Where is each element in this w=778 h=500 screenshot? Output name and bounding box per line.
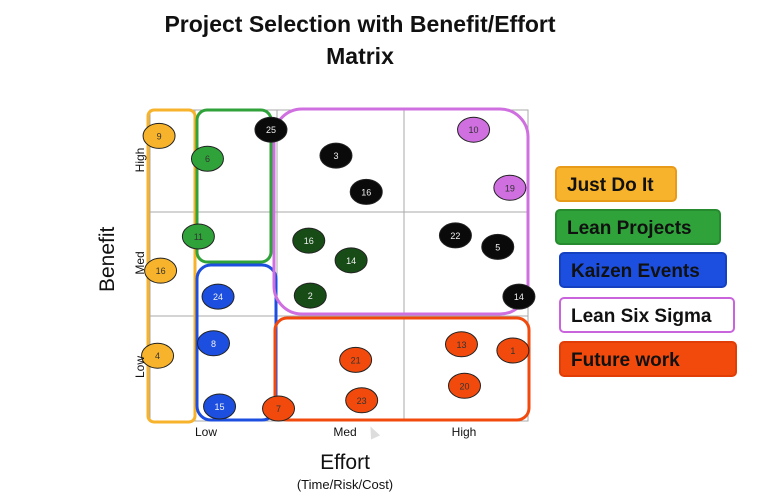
project-marker — [444, 331, 478, 358]
project-label: 16 — [304, 236, 314, 246]
project-point: 4 — [141, 342, 175, 369]
project-point: 8 — [197, 330, 231, 357]
diagram-title: Project Selection with Benefit/Effort Ma… — [110, 8, 610, 72]
y-axis-label: Benefit — [96, 226, 119, 292]
project-marker — [142, 122, 176, 149]
project-label: 14 — [514, 292, 524, 302]
project-label: 20 — [459, 381, 469, 391]
x-tick-label: Low — [194, 425, 217, 439]
project-label: 15 — [215, 402, 225, 412]
y-tick-label: Med — [133, 251, 147, 275]
x-tick-label: Med — [333, 425, 357, 439]
project-label: 16 — [361, 187, 371, 197]
project-point: 14 — [502, 283, 536, 310]
project-point: 21 — [339, 346, 373, 373]
project-label: 2 — [308, 291, 313, 301]
project-marker — [496, 337, 530, 364]
project-marker — [334, 247, 368, 274]
project-label: 23 — [357, 396, 367, 406]
project-marker — [293, 282, 327, 309]
project-point: 3 — [319, 142, 353, 169]
project-marker — [349, 178, 383, 205]
project-label: 13 — [456, 340, 466, 350]
project-point: 1 — [496, 337, 530, 364]
project-point: 5 — [481, 233, 515, 260]
x-axis-sublabel: (Time/Risk/Cost) — [296, 477, 394, 492]
project-label: 1 — [510, 346, 515, 356]
project-label: 25 — [266, 125, 276, 135]
x-axis-label: Effort — [320, 451, 370, 474]
title-line-1: Project Selection with Benefit/Effort — [164, 11, 556, 37]
project-label: 22 — [450, 231, 460, 241]
project-point: 24 — [201, 283, 235, 310]
project-marker — [190, 145, 224, 172]
lean-projects-region — [195, 108, 273, 264]
project-point: 22 — [438, 222, 472, 249]
title-line-2: Matrix — [326, 43, 394, 69]
project-point: 16 — [292, 227, 326, 254]
project-marker — [502, 283, 536, 310]
legend-item: Kaizen Events — [559, 252, 727, 288]
project-marker — [292, 227, 326, 254]
project-marker — [481, 233, 515, 260]
project-point: 9 — [142, 122, 176, 149]
project-marker — [438, 222, 472, 249]
legend-item: Lean Projects — [555, 209, 721, 245]
project-point: 13 — [444, 331, 478, 358]
project-point: 6 — [190, 145, 224, 172]
project-marker — [447, 372, 481, 399]
y-tick-label: High — [133, 147, 147, 173]
future-work-region — [273, 316, 531, 422]
project-marker — [319, 142, 353, 169]
project-point: 16 — [349, 178, 383, 205]
legend-item: Just Do It — [555, 166, 677, 202]
project-label: 3 — [333, 151, 338, 161]
project-marker — [339, 346, 373, 373]
project-point: 10 — [457, 116, 491, 143]
project-point: 19 — [493, 174, 527, 201]
project-marker — [262, 395, 296, 422]
project-point: 25 — [254, 116, 288, 143]
project-point: 23 — [345, 387, 379, 414]
project-marker — [181, 223, 215, 250]
project-label: 19 — [505, 183, 515, 193]
project-marker — [197, 330, 231, 357]
project-point: 15 — [203, 393, 237, 420]
project-label: 16 — [156, 266, 166, 276]
project-label: 24 — [213, 292, 223, 302]
project-point: 7 — [262, 395, 296, 422]
project-label: 5 — [495, 242, 500, 252]
y-tick-label: Low — [133, 356, 147, 379]
project-label: 14 — [346, 256, 356, 266]
lean-six-sigma-region — [272, 107, 530, 316]
project-label: 10 — [469, 125, 479, 135]
project-point: 14 — [334, 247, 368, 274]
project-label: 6 — [205, 154, 210, 164]
x-tick-label: High — [451, 425, 477, 439]
project-label: 7 — [276, 404, 281, 414]
project-marker — [144, 257, 178, 284]
project-label: 4 — [155, 351, 160, 361]
project-label: 11 — [194, 232, 203, 242]
project-point: 20 — [447, 372, 481, 399]
project-point: 11 — [181, 223, 215, 250]
project-marker — [141, 342, 175, 369]
project-marker — [254, 116, 288, 143]
project-points: 9164611248152531610191614222514131202123… — [141, 116, 536, 422]
project-label: 8 — [211, 339, 216, 349]
project-marker — [201, 283, 235, 310]
project-marker — [493, 174, 527, 201]
project-label: 21 — [351, 355, 361, 365]
legend-item: Future work — [559, 341, 737, 377]
project-marker — [457, 116, 491, 143]
project-point: 16 — [144, 257, 178, 284]
project-marker — [203, 393, 237, 420]
legend-item: Lean Six Sigma — [559, 297, 735, 333]
project-point: 2 — [293, 282, 327, 309]
project-marker — [345, 387, 379, 414]
project-label: 9 — [157, 131, 162, 141]
